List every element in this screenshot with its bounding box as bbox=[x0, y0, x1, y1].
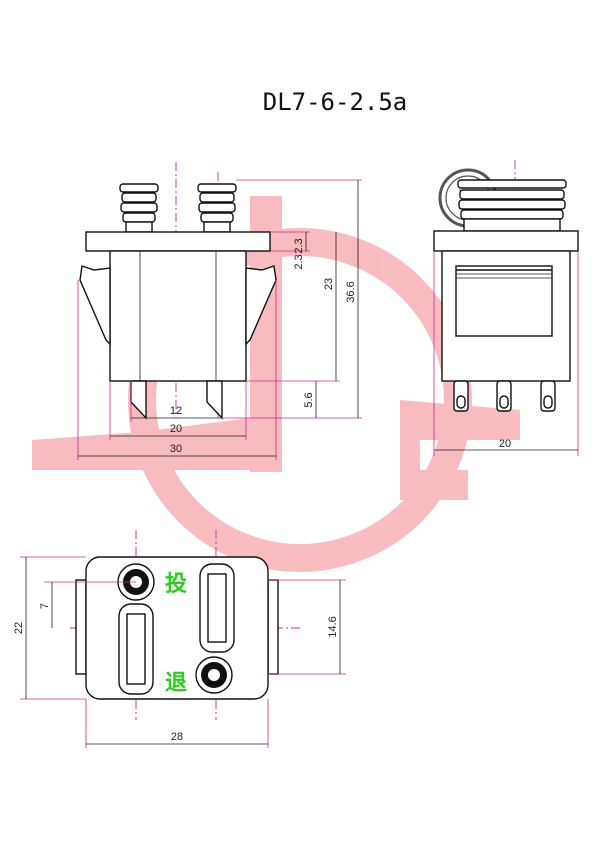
bottom-slot-top-right bbox=[199, 563, 235, 653]
bottom-slot-bottom-left bbox=[118, 603, 154, 695]
front-terminal-left bbox=[119, 183, 159, 233]
side-terminal-block bbox=[457, 179, 567, 232]
label-push-off: 退 bbox=[165, 671, 187, 696]
front-flange bbox=[85, 231, 271, 252]
front-snap-clip-left bbox=[79, 265, 111, 346]
dim-bottom-width: 28 bbox=[171, 731, 183, 743]
watermark-left-wing bbox=[32, 418, 250, 470]
dim-front-pin-length: 5.6 bbox=[303, 392, 315, 407]
dim-front-pin-pitch: 12 bbox=[170, 405, 182, 417]
part-number-title: DL7-6-2.5a bbox=[263, 88, 408, 116]
side-flange bbox=[433, 230, 579, 252]
side-window bbox=[455, 265, 553, 337]
front-terminal-right bbox=[197, 183, 237, 233]
dim-side-width: 20 bbox=[499, 438, 511, 450]
watermark-right-wing bbox=[400, 400, 520, 500]
side-view: R 20 bbox=[433, 160, 579, 456]
front-body bbox=[109, 250, 247, 382]
dim-front-total-height: 36.6 bbox=[345, 281, 357, 302]
bottom-tab-left bbox=[75, 579, 87, 675]
front-pin-right bbox=[206, 380, 223, 420]
bottom-terminal-bottom-right bbox=[195, 656, 233, 694]
dim-front-body-height: 23 bbox=[323, 278, 335, 290]
bottom-view: 投 退 22 7 14.6 28 bbox=[13, 530, 346, 748]
dim-front-overall-width: 30 bbox=[170, 443, 182, 455]
dim-front-flange-height-b: 2.3 bbox=[293, 254, 305, 269]
side-pins bbox=[453, 380, 556, 412]
dim-bottom-inner-height: 14.6 bbox=[327, 616, 339, 637]
label-push-on: 投 bbox=[165, 572, 187, 597]
dim-front-flange-height: 2.3 bbox=[293, 238, 305, 253]
dim-bottom-height: 22 bbox=[13, 622, 25, 634]
front-view: 2.3 2.3 23 36.6 5.6 12 20 30 bbox=[77, 162, 362, 460]
dim-bottom-offset: 7 bbox=[39, 603, 51, 609]
bottom-tab-right bbox=[267, 579, 279, 675]
dim-front-body-width: 20 bbox=[170, 423, 182, 435]
